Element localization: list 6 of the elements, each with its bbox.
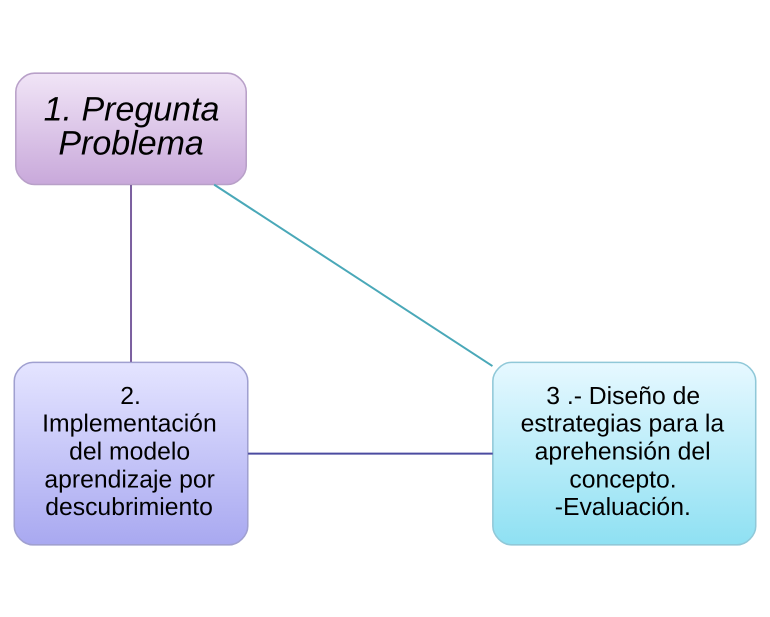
node-box: 2. Implementación del modelo aprendizaje por descubrimiento (14, 361, 249, 546)
connector (130, 184, 132, 362)
node-box: 3 .- Diseño de estrategias para la aprehensión del concepto. -Evaluación. (492, 361, 756, 546)
connector (214, 183, 493, 366)
node-box: 1. Pregunta Problema (15, 72, 247, 185)
connector (248, 452, 493, 454)
